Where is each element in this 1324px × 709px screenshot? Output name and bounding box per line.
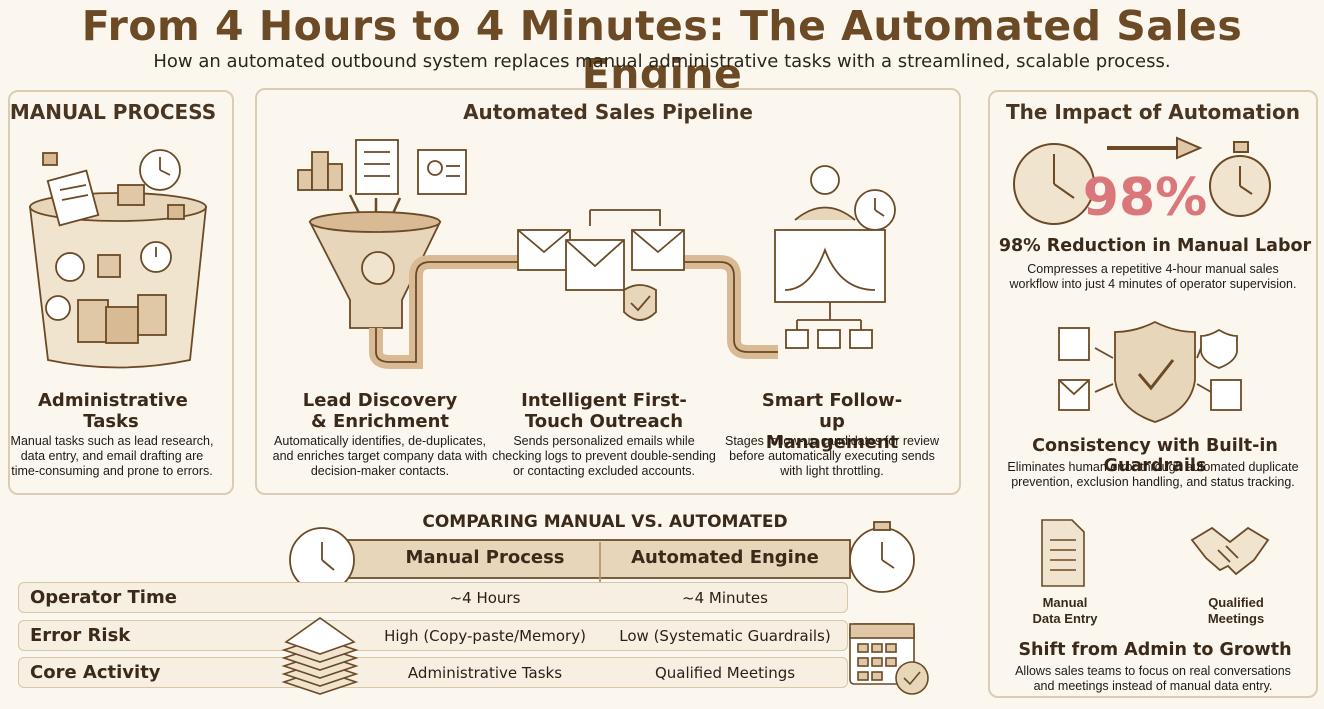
cell-manual-core-activity: Administrative Tasks — [407, 664, 563, 682]
impact-item-shift-desc: Allows sales teams to focus on real conv… — [1015, 664, 1291, 693]
column-manual-process: Manual Process — [405, 547, 565, 568]
shift-label-manual: Manual Data Entry — [1032, 595, 1098, 626]
row-label-error-risk: Error Risk — [30, 625, 131, 646]
cell-automated-operator-time: ~4 Minutes — [682, 589, 768, 607]
stage-lead-discovery-desc: Automatically identifies, de-duplicates,… — [272, 434, 488, 478]
page-subtitle: How an automated outbound system replace… — [153, 51, 1171, 72]
stage-first-touch-title: Intelligent First-Touch Outreach — [521, 390, 687, 432]
impact-title: The Impact of Automation — [1005, 100, 1301, 124]
row-core-activity — [18, 657, 848, 688]
shift-label-meetings: Qualified Meetings — [1207, 595, 1265, 626]
column-automated-engine: Automated Engine — [631, 547, 819, 568]
clock-to-stopwatch-icon — [1013, 136, 1271, 225]
stage-follow-up-desc: Stages follow-up candidates for review b… — [724, 434, 939, 478]
impact-item-guardrails-desc: Eliminates human error through automated… — [1007, 460, 1299, 489]
row-error-risk — [18, 620, 848, 651]
impact-item-labor-desc: Compresses a repetitive 4-hour manual sa… — [1009, 262, 1297, 291]
cell-automated-error-risk: Low (Systematic Guardrails) — [619, 627, 831, 645]
paper-stack-icon — [281, 617, 359, 695]
handshake-icon — [1190, 526, 1270, 576]
impact-item-labor-title: 98% Reduction in Manual Labor — [998, 236, 1312, 256]
impact-percent-badge: 98% — [1082, 168, 1208, 228]
stage-first-touch-desc: Sends personalized emails while checking… — [492, 434, 716, 478]
manual-data-entry-icon — [1041, 519, 1085, 587]
guardrail-shield-icon — [1058, 320, 1242, 423]
messy-desk-bin-illustration — [28, 149, 207, 369]
impact-item-guardrails-title: Consistency with Built-in Guardrails — [1032, 436, 1278, 476]
administrative-tasks-desc: Manual tasks such as lead research, data… — [10, 434, 214, 478]
row-label-operator-time: Operator Time — [30, 587, 177, 608]
cell-automated-core-activity: Qualified Meetings — [654, 664, 796, 682]
automated-pipeline-title: Automated Sales Pipeline — [463, 100, 753, 124]
comparison-title: COMPARING MANUAL VS. AUTOMATED — [422, 512, 788, 532]
row-operator-time — [18, 582, 848, 613]
row-label-core-activity: Core Activity — [30, 662, 161, 683]
impact-item-shift-title: Shift from Admin to Growth — [1018, 640, 1292, 660]
administrative-tasks-title: Administrative Tasks — [38, 390, 188, 432]
stage-follow-up-title: Smart Follow-up Management — [761, 390, 903, 453]
stage-lead-discovery-title: Lead Discovery & Enrichment — [302, 390, 458, 432]
manual-process-title: MANUAL PROCESS — [9, 100, 217, 124]
page-title: From 4 Hours to 4 Minutes: The Automated… — [81, 2, 1243, 98]
cell-manual-error-risk: High (Copy-paste/Memory) — [384, 627, 586, 645]
cell-manual-operator-time: ~4 Hours — [449, 589, 521, 607]
calendar-check-icon — [849, 623, 929, 695]
pipeline-illustration — [297, 139, 896, 369]
